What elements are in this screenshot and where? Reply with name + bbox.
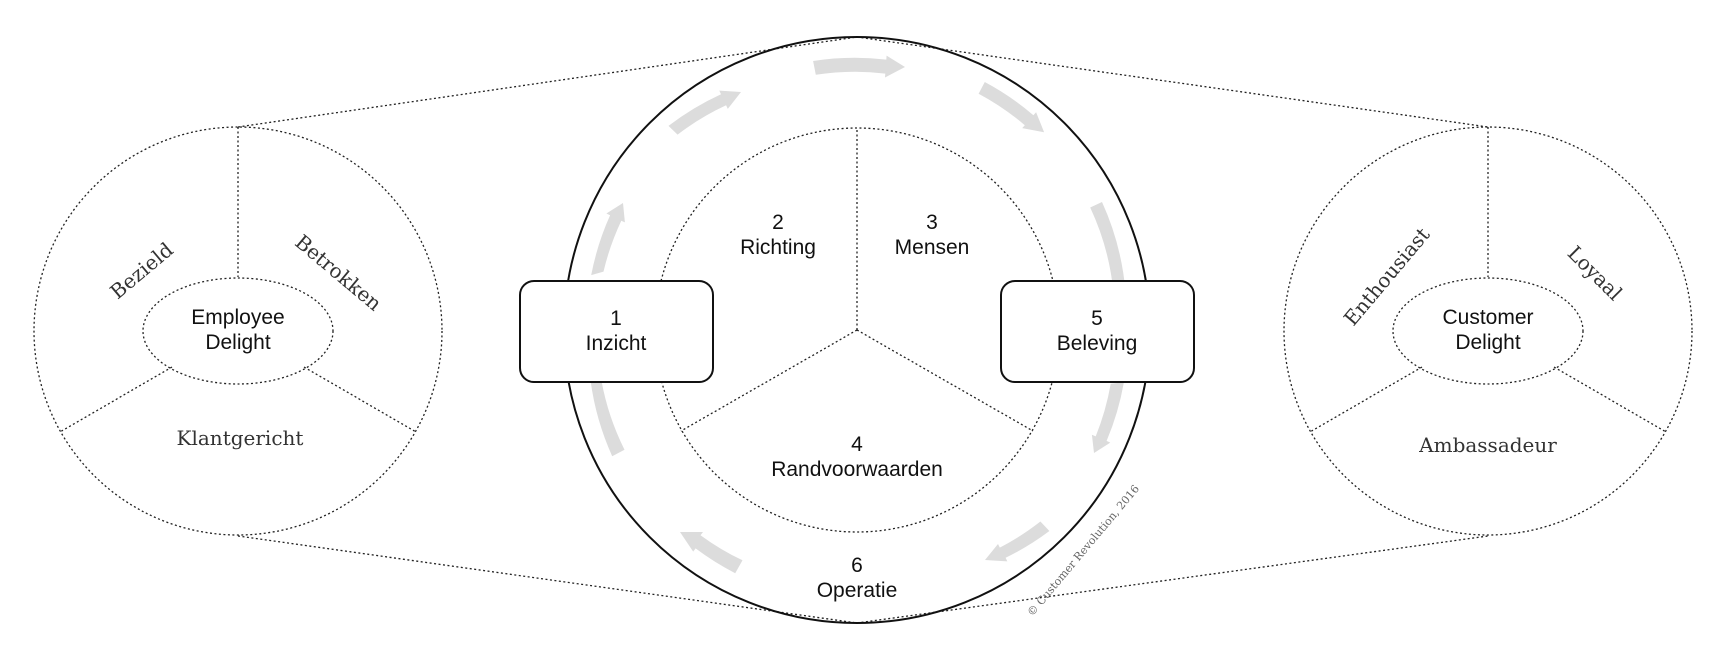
- step-3-number: 3: [926, 211, 938, 234]
- right-segment-enthousiast: Enthousiast: [1339, 223, 1435, 331]
- step-1-box: 1 Inzicht: [519, 280, 714, 383]
- step-1-label: Inzicht: [586, 332, 647, 355]
- connector-bottom-left: [237, 535, 858, 624]
- cycle-arrows: [584, 55, 1130, 574]
- step-5-rect: [1000, 280, 1195, 383]
- step-5-label: Beleving: [1057, 332, 1138, 355]
- left-segment-betrokken: Betrokken: [291, 230, 387, 316]
- right-circle-group: Customer Delight Enthousiast Loyaal Amba…: [1283, 126, 1693, 536]
- right-outer-circle: [1283, 126, 1693, 536]
- step-5-box: 5 Beleving: [1000, 280, 1195, 383]
- right-divider-lower-left: [1309, 366, 1423, 433]
- step-6-number: 6: [851, 554, 863, 577]
- step-2-label: Richting: [740, 236, 816, 259]
- connector-bottom-right: [856, 535, 1489, 624]
- cycle-arrow-4: [1091, 382, 1124, 453]
- right-segment-loyaal: Loyaal: [1563, 241, 1627, 305]
- step-1-rect: [519, 280, 714, 383]
- cycle-arrow-1: [813, 55, 905, 78]
- connector-lines: [237, 36, 1489, 624]
- right-hub-ellipse: [1392, 277, 1584, 385]
- left-segment-bezield: Bezield: [105, 237, 178, 303]
- step-1-number: 1: [610, 307, 622, 330]
- step-4-number: 4: [851, 433, 863, 456]
- step-3-label: Mensen: [895, 236, 970, 259]
- cycle-arrow-2: [978, 82, 1045, 133]
- right-divider-lower-right: [1553, 366, 1667, 433]
- right-segment-ambassadeur: Ambassadeur: [1418, 433, 1557, 457]
- left-segment-klantgericht: Klantgericht: [177, 426, 304, 450]
- right-hub-line2: Delight: [1455, 331, 1521, 354]
- cycle-arrow-6: [680, 532, 743, 574]
- left-hub-line1: Employee: [191, 306, 284, 329]
- step-4-label: Randvoorwaarden: [771, 458, 943, 481]
- left-outer-circle: [33, 126, 443, 536]
- cycle-arrow-8: [591, 203, 625, 276]
- cycle-arrow-5: [985, 521, 1050, 562]
- connector-top-left: [237, 36, 858, 128]
- left-circle-group: Employee Delight Bezield Betrokken Klant…: [33, 126, 443, 536]
- left-divider-lower-right: [303, 366, 417, 433]
- copyright-text: © Customer Revolution, 2016: [1025, 483, 1142, 619]
- center-wheel: 1 Inzicht 5 Beleving 2 Richting 3 Mensen…: [519, 36, 1195, 624]
- left-divider-lower-left: [59, 366, 173, 433]
- left-hub-ellipse: [142, 277, 334, 385]
- cycle-arrow-9: [668, 90, 741, 135]
- right-hub-line1: Customer: [1442, 306, 1533, 329]
- step-2-number: 2: [772, 211, 784, 234]
- connector-top-right: [856, 36, 1489, 128]
- step-6-label: Operatie: [817, 579, 898, 602]
- step-5-number: 5: [1091, 307, 1103, 330]
- left-hub-line2: Delight: [205, 331, 271, 354]
